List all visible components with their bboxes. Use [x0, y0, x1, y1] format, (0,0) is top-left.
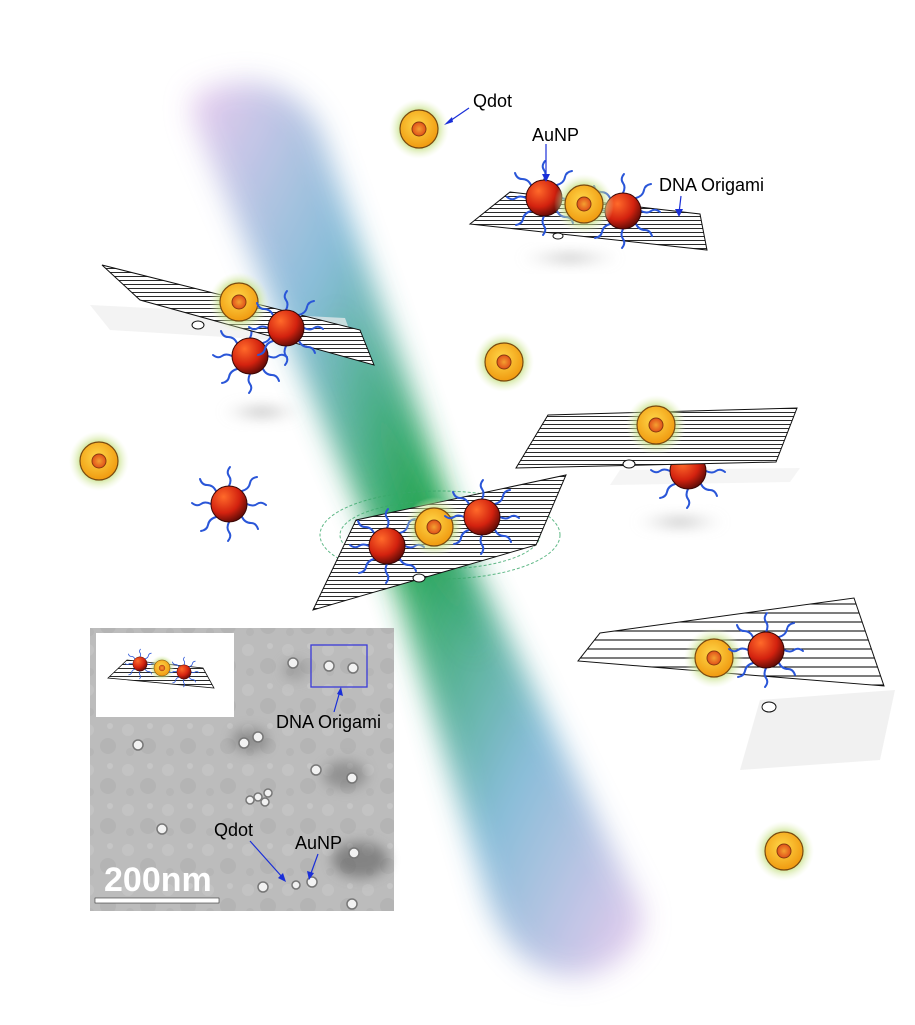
annotation-qdot-top: Qdot — [444, 91, 512, 125]
origami-assembly-right — [515, 394, 800, 531]
highlight-box — [310, 644, 368, 688]
free-qdot-top — [388, 98, 450, 160]
origami-assembly-left — [90, 264, 375, 422]
origami-label-inset: DNA Origami — [276, 712, 381, 732]
aunp-label-inset: AuNP — [295, 833, 342, 853]
free-qdot-mid — [473, 331, 535, 393]
schematic-sub-inset — [96, 633, 234, 717]
qdot-label-inset: Qdot — [214, 820, 253, 840]
free-aunp — [191, 466, 267, 542]
scale-bar — [94, 897, 220, 904]
origami-assembly-top-right — [468, 160, 708, 266]
annotation-origami-top: DNA Origami — [659, 175, 764, 217]
origami-assembly-bottom-right — [577, 597, 895, 770]
origami-label-top: DNA Origami — [659, 175, 764, 195]
aunp-label-top: AuNP — [532, 125, 579, 145]
qdot-label-top: Qdot — [473, 91, 512, 111]
scale-bar-label: 200nm — [104, 861, 212, 899]
origami-assembly-center — [312, 474, 567, 611]
free-qdot-left — [68, 430, 130, 492]
free-qdot-bottom-right — [753, 820, 815, 882]
annotation-aunp-top: AuNP — [532, 125, 579, 182]
